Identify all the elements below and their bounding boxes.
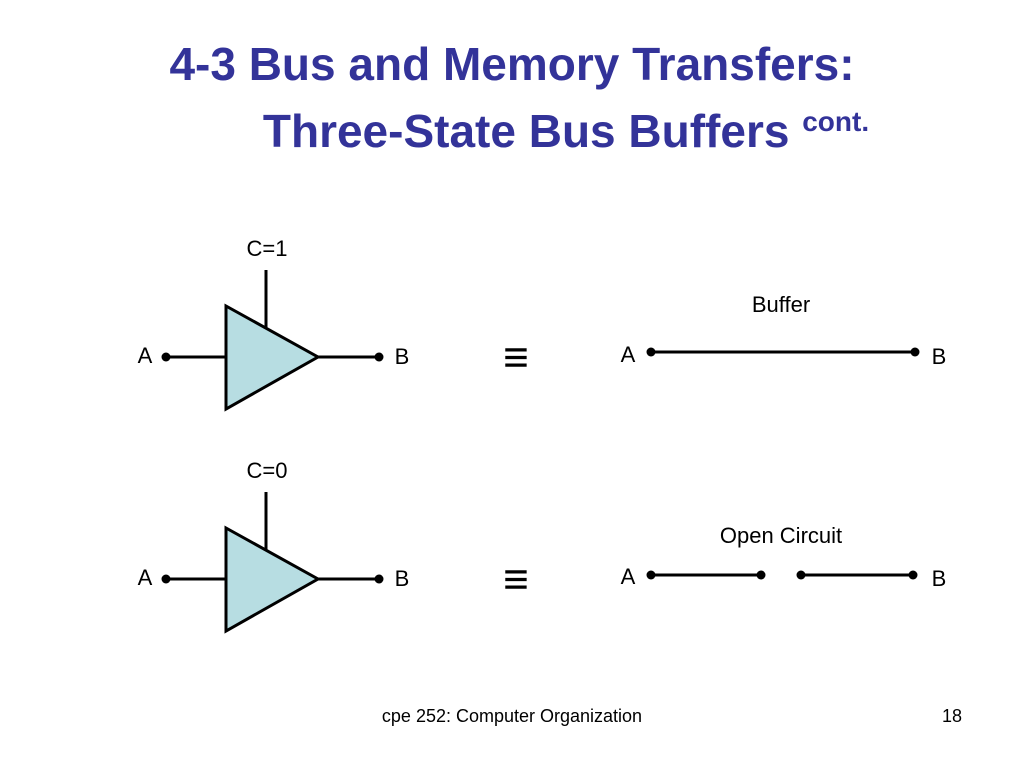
slide-title-text-line2: Three-State Bus Buffers <box>262 105 790 157</box>
bottom-result-output-label: B <box>932 566 947 591</box>
top-buffer-triangle <box>224 303 322 412</box>
top-buffer-group: C=1 A B <box>138 236 410 412</box>
footer-course-label: cpe 252: Computer Organization <box>381 706 643 726</box>
top-control-label: C=1 <box>247 236 288 261</box>
bottom-control-label: C=0 <box>247 458 288 483</box>
bottom-result-input-label: A <box>621 564 636 589</box>
top-result-input-terminal <box>646 347 656 357</box>
bottom-result-output-terminal <box>908 570 918 580</box>
top-output-terminal <box>374 352 384 362</box>
top-input-terminal <box>161 352 171 362</box>
top-result-group: Buffer A B <box>621 292 947 369</box>
bottom-equivalence-symbol: ≡ <box>503 555 529 604</box>
open-circuit-left-end <box>756 570 766 580</box>
bottom-result-title: Open Circuit <box>720 523 842 548</box>
top-result-title: Buffer <box>752 292 810 317</box>
top-equivalence-symbol: ≡ <box>503 333 529 382</box>
top-output-label: B <box>395 344 410 369</box>
bottom-buffer-group: C=0 A B <box>138 458 410 634</box>
top-result-output-label: B <box>932 344 947 369</box>
slide-title-suffix: cont. <box>802 106 870 137</box>
bottom-buffer-triangle <box>224 525 322 634</box>
bottom-input-terminal <box>161 574 171 584</box>
slide-title-text-line1: 4-3 Bus and Memory Transfers: <box>169 38 855 90</box>
bottom-result-group: Open Circuit A B <box>621 523 947 591</box>
page-number: 18 <box>941 706 962 726</box>
top-result-input-label: A <box>621 342 636 367</box>
bottom-input-label: A <box>138 565 153 590</box>
slide-title-line1: 4-3 Bus and Memory Transfers: <box>0 38 1024 90</box>
top-result-output-terminal <box>910 347 920 357</box>
slide-footer: cpe 252: Computer Organization 18 <box>0 706 1024 730</box>
bottom-result-input-terminal <box>646 570 656 580</box>
bottom-output-terminal <box>374 574 384 584</box>
open-circuit-right-end <box>796 570 806 580</box>
top-input-label: A <box>138 343 153 368</box>
slide-title-line2: Three-State Bus Buffers cont. <box>0 105 1024 164</box>
bottom-output-label: B <box>395 566 410 591</box>
